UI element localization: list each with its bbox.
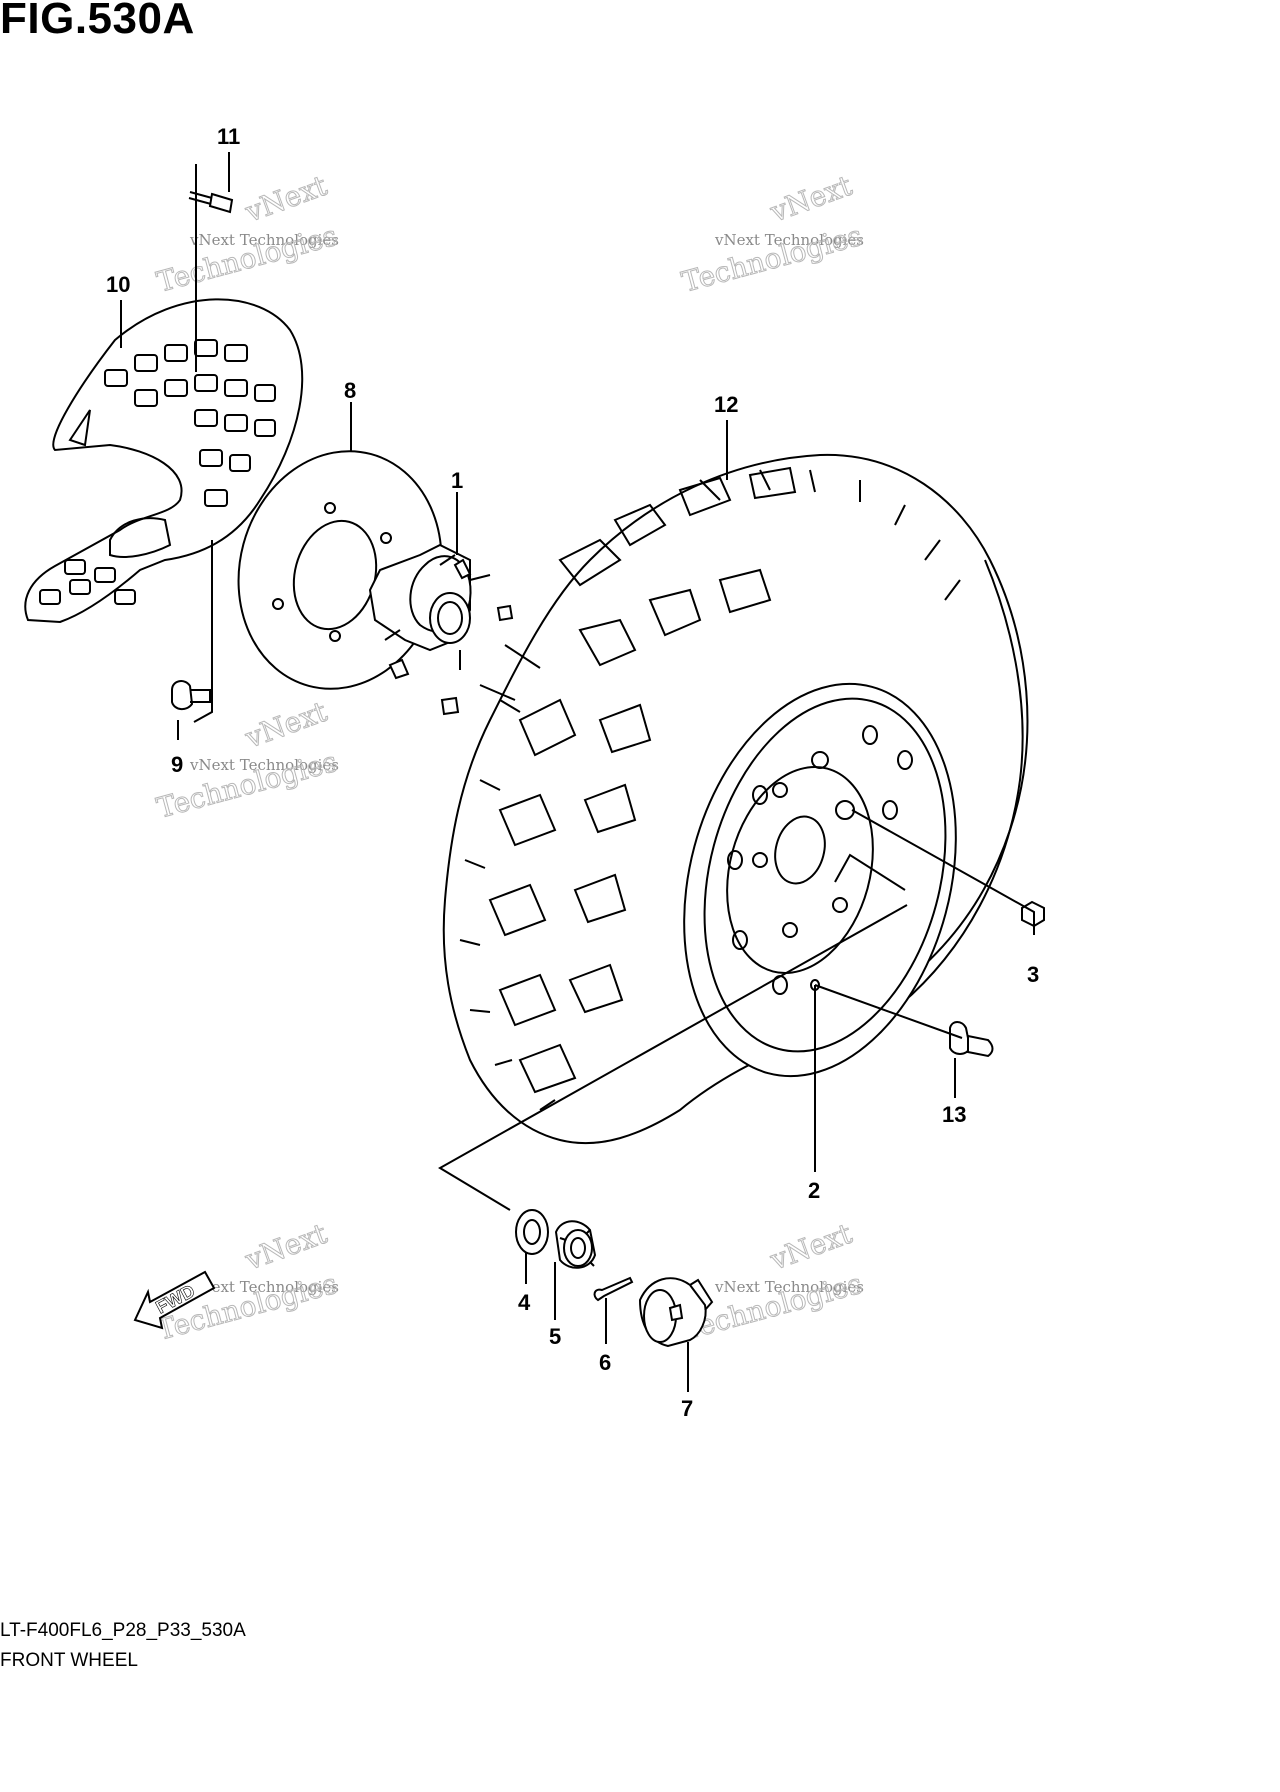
diagram-code: LT-F400FL6_P28_P33_530A xyxy=(0,1620,246,1641)
callout-7: 7 xyxy=(681,1396,693,1421)
part-brake-disc-guard xyxy=(24,298,304,624)
callout-11: 11 xyxy=(217,124,240,149)
watermark-top-right: vNext vNext Technologies Technologies xyxy=(678,168,867,299)
part-wheel-hub xyxy=(368,543,514,716)
svg-text:vNext Technologies: vNext Technologies xyxy=(714,1278,864,1296)
svg-text:vNext Technologies: vNext Technologies xyxy=(189,1278,339,1296)
watermark-top-left: vNext vNext Technologies Technologies xyxy=(153,168,342,299)
watermark-bottom-right: vNext vNext Technologies Technologies xyxy=(678,1216,867,1347)
callout-12: 12 xyxy=(714,392,738,417)
callout-13: 13 xyxy=(942,1102,966,1127)
callout-5: 5 xyxy=(549,1324,561,1349)
svg-text:vNext: vNext xyxy=(765,1217,857,1277)
callout-6: 6 xyxy=(599,1350,611,1375)
svg-text:vNext: vNext xyxy=(240,1217,332,1277)
svg-text:vNext: vNext xyxy=(240,695,332,755)
figure-title: FIG.530A xyxy=(0,0,195,43)
callout-10: 10 xyxy=(106,272,130,297)
callout-8: 8 xyxy=(344,378,356,403)
callout-3: 3 xyxy=(1027,962,1039,987)
part-bolt-11 xyxy=(188,191,234,214)
svg-text:vNext Technologies: vNext Technologies xyxy=(189,231,339,249)
part-wheel-rim xyxy=(683,682,957,1078)
part-tire-valve xyxy=(949,1021,994,1058)
callout-2: 2 xyxy=(808,1178,820,1203)
leader-lines xyxy=(120,152,1035,1392)
svg-text:vNext Technologies: vNext Technologies xyxy=(714,231,864,249)
part-hub-cap xyxy=(638,1277,714,1348)
svg-text:vNext Technologies: vNext Technologies xyxy=(189,756,339,774)
callout-4: 4 xyxy=(518,1290,531,1315)
part-washer xyxy=(515,1209,549,1255)
part-bolt-9 xyxy=(171,680,211,710)
watermark-bottom-left: vNext vNext Technologies Technologies xyxy=(153,1216,342,1347)
part-castle-nut xyxy=(554,1220,597,1269)
svg-text:vNext: vNext xyxy=(240,169,332,229)
svg-text:vNext: vNext xyxy=(765,169,857,229)
callout-1: 1 xyxy=(451,468,463,493)
part-cotter-pin xyxy=(593,1276,634,1302)
callout-9: 9 xyxy=(171,752,183,777)
diagram-name: FRONT WHEEL xyxy=(0,1650,138,1671)
